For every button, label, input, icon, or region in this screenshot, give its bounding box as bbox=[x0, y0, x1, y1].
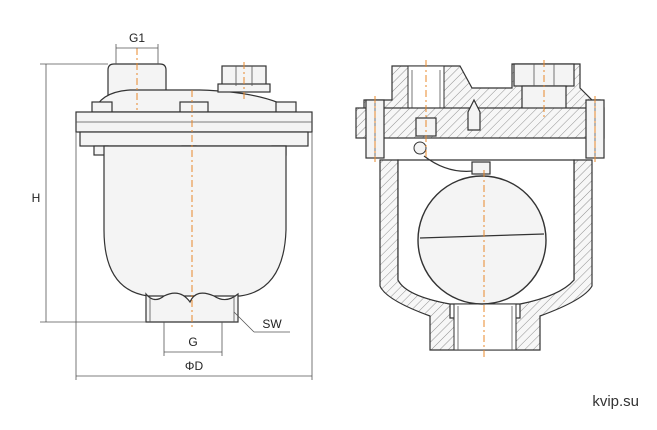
dimension-sw: SW bbox=[233, 311, 290, 333]
label-od: ΦD bbox=[185, 359, 204, 373]
dimension-h: H bbox=[32, 63, 146, 323]
dimension-g: G bbox=[163, 322, 223, 356]
watermark-text: kvip.su bbox=[592, 393, 639, 410]
label-g: G bbox=[188, 335, 197, 349]
label-sw: SW bbox=[262, 317, 282, 331]
exterior-view bbox=[75, 48, 313, 330]
dimension-od: ΦD bbox=[75, 132, 313, 380]
label-g1: G1 bbox=[129, 31, 145, 45]
section-view bbox=[355, 60, 605, 360]
label-h: H bbox=[32, 191, 41, 205]
dimension-g1: G1 bbox=[115, 31, 159, 64]
